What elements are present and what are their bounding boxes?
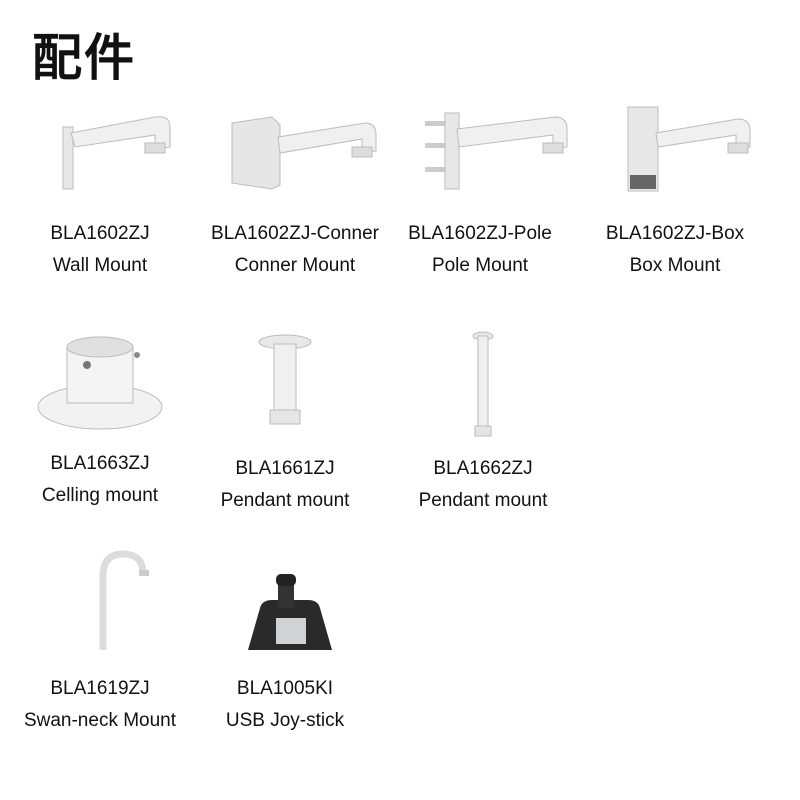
product-code: BLA1619ZJ [50, 678, 150, 699]
product-code: BLA1661ZJ [235, 458, 335, 479]
product-name: Swan-neck Mount [23, 710, 177, 731]
product-pendant-mount-long: BLA1662ZJ Pendant mount [388, 330, 578, 550]
pole-mount-icon [385, 95, 575, 205]
product-usb-joystick: BLA1005KI USB Joy-stick [190, 550, 380, 770]
product-swan-neck-mount: BLA1619ZJ Swan-neck Mount [5, 550, 195, 770]
product-code: BLA1602ZJ-Pole [408, 223, 552, 244]
product-name: Conner Mount [234, 255, 356, 276]
product-name: Pole Mount [431, 255, 529, 276]
swan-neck-mount-icon [5, 550, 195, 660]
pendant-mount-short-icon [190, 330, 380, 440]
product-name: Celling mount [41, 485, 159, 506]
product-code: BLA1663ZJ [50, 453, 150, 474]
product-box-mount: BLA1602ZJ-Box Box Mount [580, 95, 770, 315]
product-corner-mount: BLA1602ZJ-Conner Conner Mount [200, 95, 390, 315]
product-name: Box Mount [629, 255, 721, 276]
product-pole-mount: BLA1602ZJ-Pole Pole Mount [385, 95, 575, 315]
page-title: 配件 [32, 29, 136, 87]
product-name: Wall Mount [52, 255, 148, 276]
box-mount-icon [580, 95, 770, 205]
product-name: USB Joy-stick [225, 710, 345, 731]
product-code: BLA1602ZJ-Conner [211, 223, 379, 244]
product-code: BLA1602ZJ [50, 223, 150, 244]
wall-mount-icon [5, 95, 195, 205]
ceiling-mount-icon [5, 325, 195, 435]
usb-joystick-icon [190, 550, 380, 660]
corner-mount-icon [200, 95, 390, 205]
product-ceiling-mount: BLA1663ZJ Celling mount [5, 325, 195, 545]
product-code: BLA1005KI [236, 678, 334, 699]
product-code: BLA1662ZJ [433, 458, 533, 479]
product-pendant-mount-short: BLA1661ZJ Pendant mount [190, 330, 380, 550]
product-wall-mount: BLA1602ZJ Wall Mount [5, 95, 195, 315]
product-name: Pendant mount [418, 490, 548, 511]
product-name: Pendant mount [220, 490, 350, 511]
product-code: BLA1602ZJ-Box [605, 223, 745, 244]
pendant-mount-long-icon [388, 330, 578, 440]
